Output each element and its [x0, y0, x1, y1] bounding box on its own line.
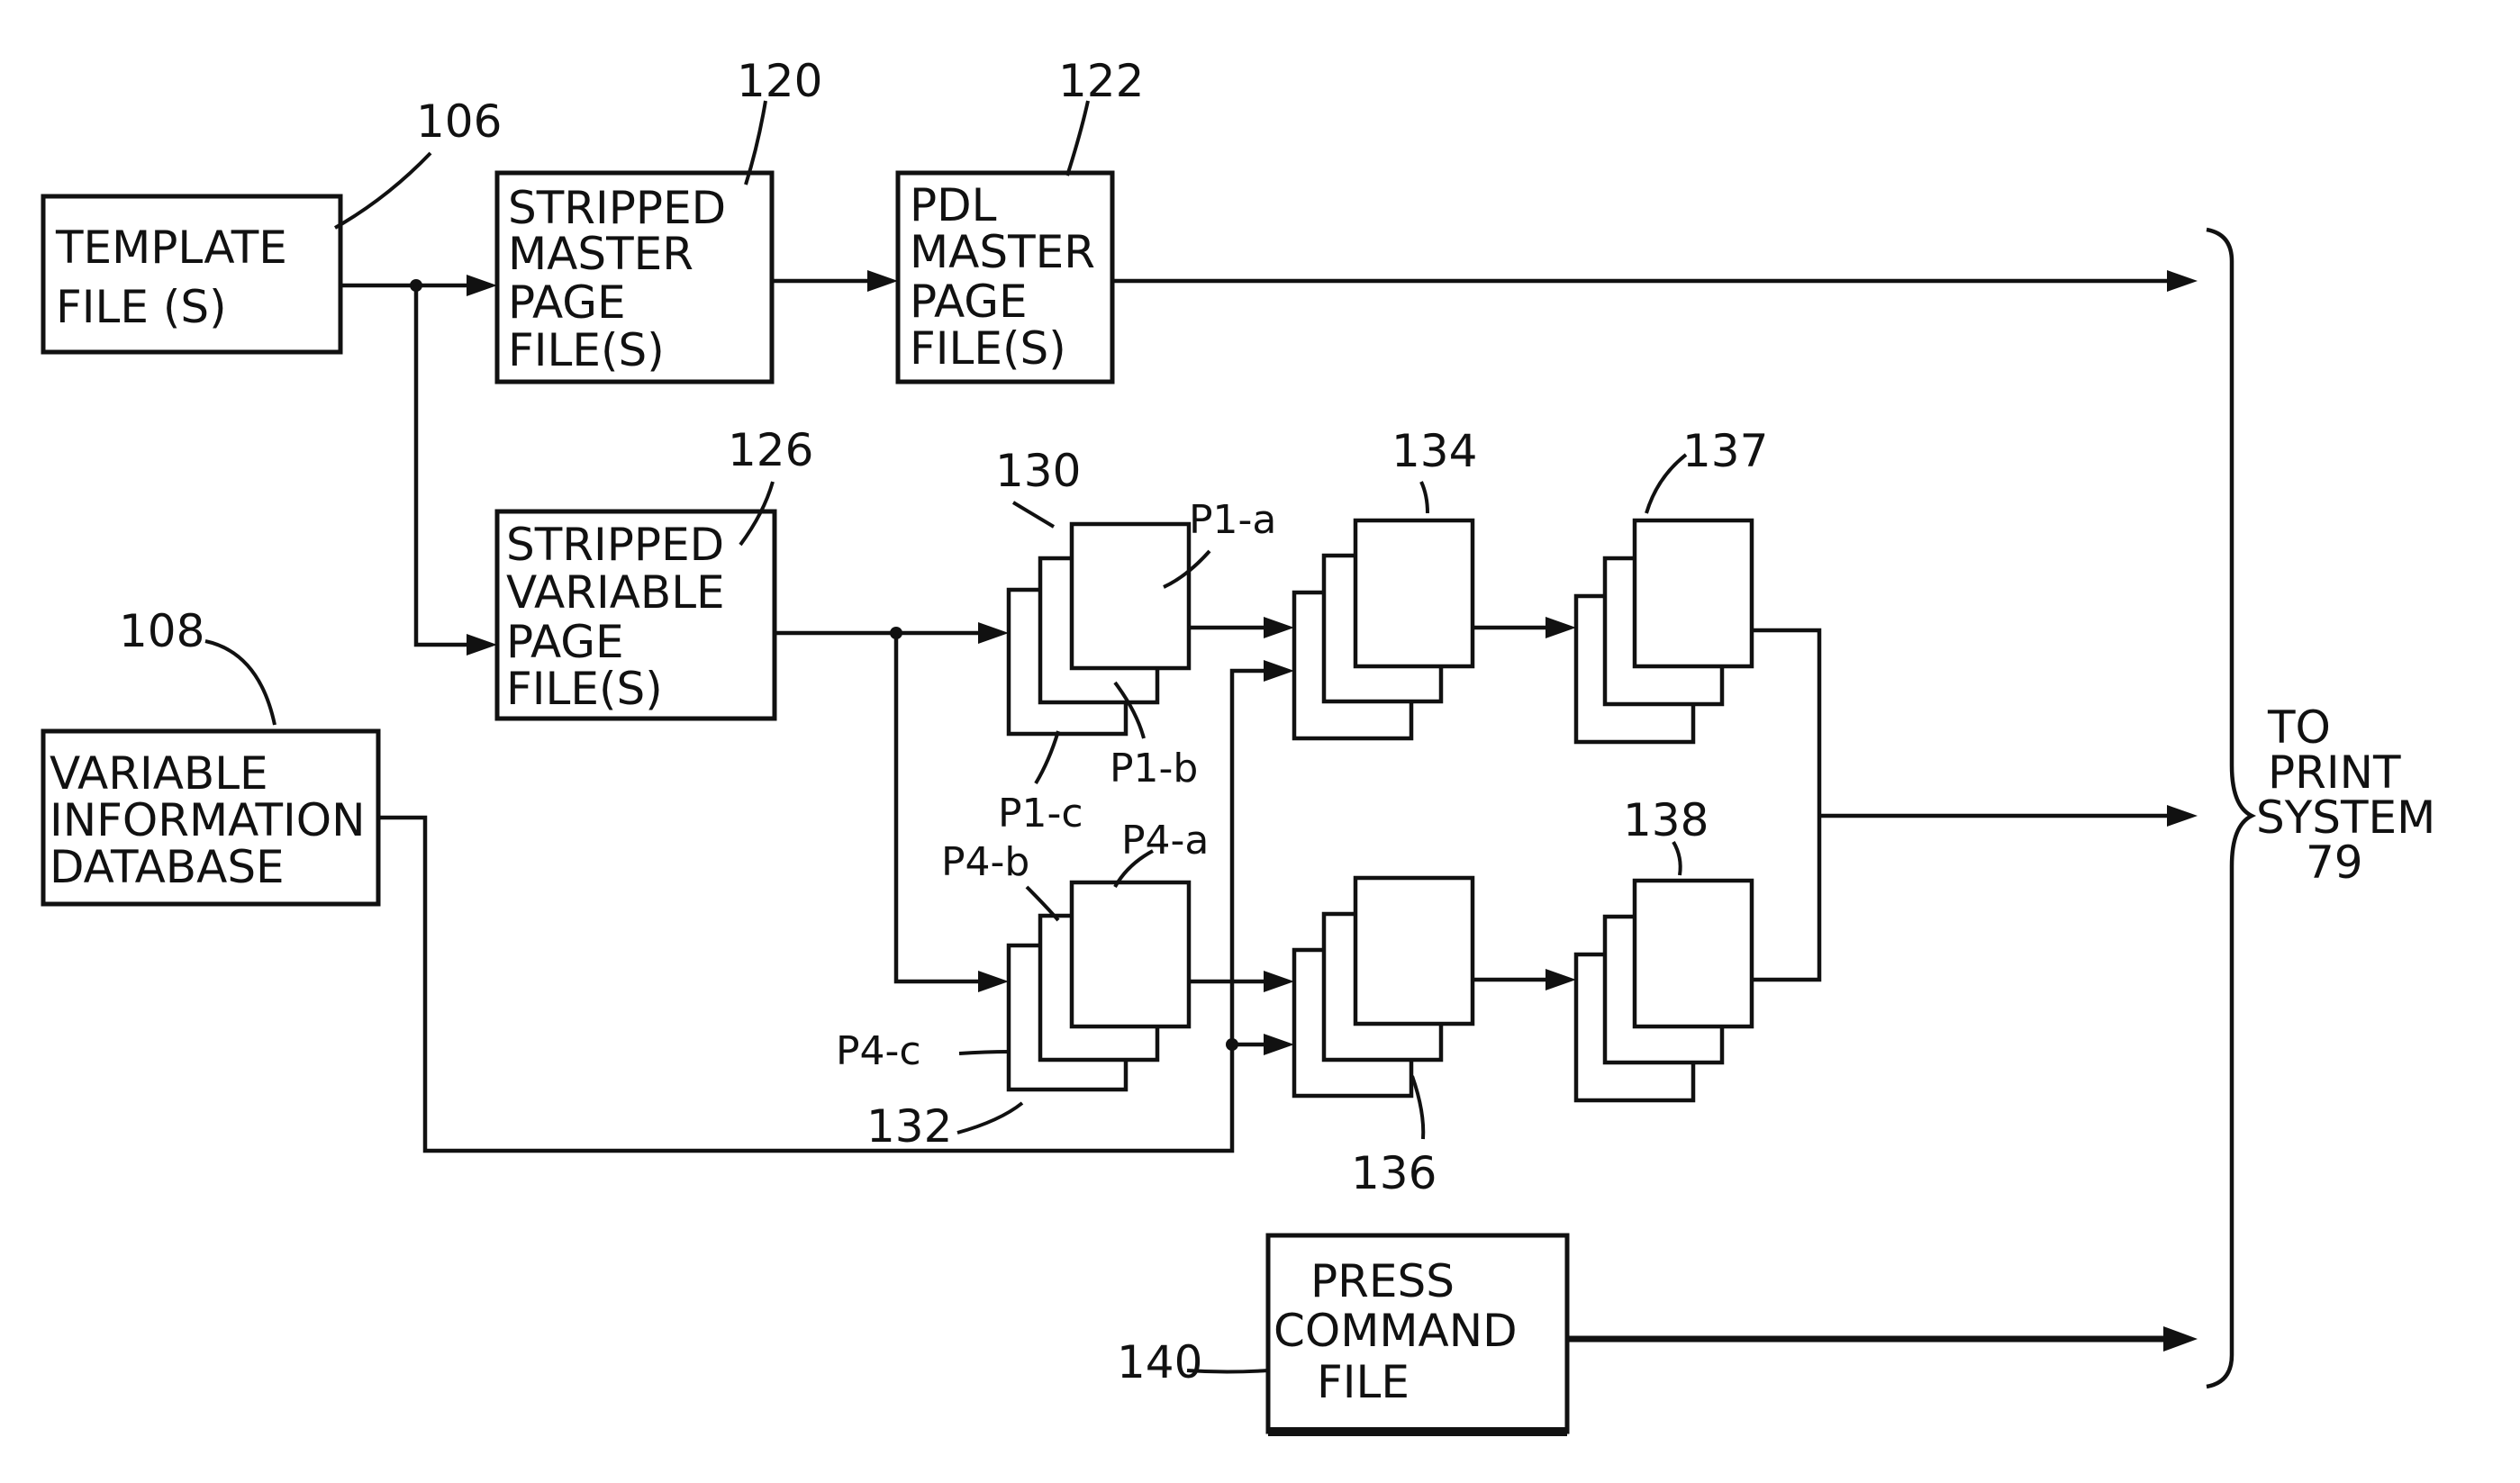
- stripped-master-line-4: FILE(S): [508, 324, 665, 376]
- label-p1-a: P1-a: [1189, 497, 1276, 543]
- leader-137: [1646, 455, 1686, 513]
- stripped-variable-line-4: FILE(S): [506, 663, 663, 715]
- ref-122: 122: [1058, 55, 1144, 107]
- arrow-into-134-b: [1264, 660, 1294, 682]
- variable-db-line-3: DATABASE: [50, 841, 285, 893]
- ref-126: 126: [728, 424, 813, 476]
- arrow-into-132: [978, 971, 1009, 992]
- leader-122: [1067, 101, 1088, 176]
- label-p1-b: P1-b: [1110, 746, 1198, 791]
- label-p4-a: P4-a: [1121, 818, 1209, 864]
- press-command-file-box: PRESS COMMAND FILE: [1268, 1235, 1567, 1432]
- variable-db-line-1: VARIABLE: [50, 747, 268, 800]
- arrow-into-137: [1546, 617, 1576, 638]
- output-line-4: 79: [2306, 836, 2363, 889]
- arrow-into-136-b: [1264, 1034, 1294, 1055]
- wire-template-to-variable: [416, 285, 473, 645]
- stripped-variable-line-2: VARIABLE: [506, 566, 725, 619]
- arrow-into-stripped-master: [467, 275, 497, 296]
- wire-137-merge: [1752, 630, 1819, 980]
- pdl-master-page-file-box: PDL MASTER PAGE FILE(S): [898, 173, 1112, 382]
- ref-137: 137: [1682, 425, 1768, 477]
- ref-108: 108: [119, 605, 204, 657]
- arrow-into-138: [1546, 969, 1576, 990]
- leader-138: [1673, 842, 1681, 875]
- arrow-into-136-a: [1264, 971, 1294, 992]
- press-command-line-2: COMMAND: [1274, 1305, 1518, 1357]
- page-stack-130: [1009, 524, 1189, 734]
- leader-p4c: [959, 1052, 1009, 1053]
- ref-138: 138: [1623, 794, 1709, 846]
- arrow-merge-output: [2167, 805, 2198, 827]
- label-p4-c: P4-c: [836, 1028, 921, 1074]
- press-command-line-1: PRESS: [1310, 1255, 1455, 1307]
- stripped-variable-line-1: STRIPPED: [506, 519, 724, 571]
- page-stack-138: [1576, 881, 1752, 1100]
- template-file-box: TEMPLATE FILE (S): [43, 196, 340, 352]
- leader-132: [957, 1103, 1022, 1133]
- ref-136: 136: [1351, 1147, 1437, 1199]
- ref-140: 140: [1117, 1336, 1202, 1388]
- pdl-master-line-3: PAGE: [910, 276, 1028, 328]
- arrow-into-130: [978, 622, 1009, 644]
- page-stack-132: [1009, 882, 1189, 1090]
- page-stack-134: [1294, 520, 1473, 738]
- stripped-master-page-file-box: STRIPPED MASTER PAGE FILE(S): [497, 173, 772, 382]
- pdl-master-line-4: FILE(S): [910, 322, 1066, 375]
- stripped-master-line-3: PAGE: [508, 276, 626, 329]
- stripped-master-line-1: STRIPPED: [508, 182, 726, 234]
- stripped-variable-line-3: PAGE: [506, 616, 624, 668]
- ref-132: 132: [866, 1100, 952, 1153]
- output-brace: [2207, 230, 2252, 1387]
- page-stack-136: [1294, 878, 1473, 1096]
- ref-106: 106: [416, 95, 502, 148]
- arrow-into-stripped-variable: [467, 634, 497, 656]
- leader-136: [1412, 1076, 1423, 1139]
- pdl-master-line-1: PDL: [910, 179, 997, 231]
- output-label: TO PRINT SYSTEM 79: [2256, 701, 2435, 889]
- stripped-master-line-2: MASTER: [508, 228, 693, 280]
- ref-134: 134: [1391, 425, 1477, 477]
- ref-120: 120: [737, 55, 822, 107]
- variable-db-line-2: INFORMATION: [50, 794, 366, 846]
- arrow-pdl-output: [2167, 270, 2198, 292]
- arrow-press-output: [2163, 1326, 2198, 1352]
- press-command-line-3: FILE: [1317, 1356, 1410, 1408]
- template-file-line-1: TEMPLATE: [55, 222, 287, 274]
- pdl-master-line-2: MASTER: [910, 226, 1095, 278]
- page-stack-137: [1576, 520, 1752, 742]
- arrow-into-pdl-master: [867, 270, 898, 292]
- connectors: [340, 270, 2198, 1352]
- label-p4-b: P4-b: [941, 839, 1029, 885]
- leader-108: [205, 641, 275, 725]
- leader-134: [1421, 482, 1428, 513]
- template-file-line-2: FILE (S): [56, 281, 227, 333]
- leader-130: [1013, 502, 1054, 527]
- ref-130: 130: [995, 445, 1081, 497]
- leader-106: [335, 153, 431, 228]
- arrow-into-134-a: [1264, 617, 1294, 638]
- label-p1-c: P1-c: [998, 791, 1083, 836]
- variable-information-database-box: VARIABLE INFORMATION DATABASE: [43, 731, 378, 904]
- wire-variable-to-132: [896, 633, 984, 981]
- leader-p1c: [1036, 731, 1058, 783]
- stripped-variable-page-file-box: STRIPPED VARIABLE PAGE FILE(S): [497, 511, 775, 719]
